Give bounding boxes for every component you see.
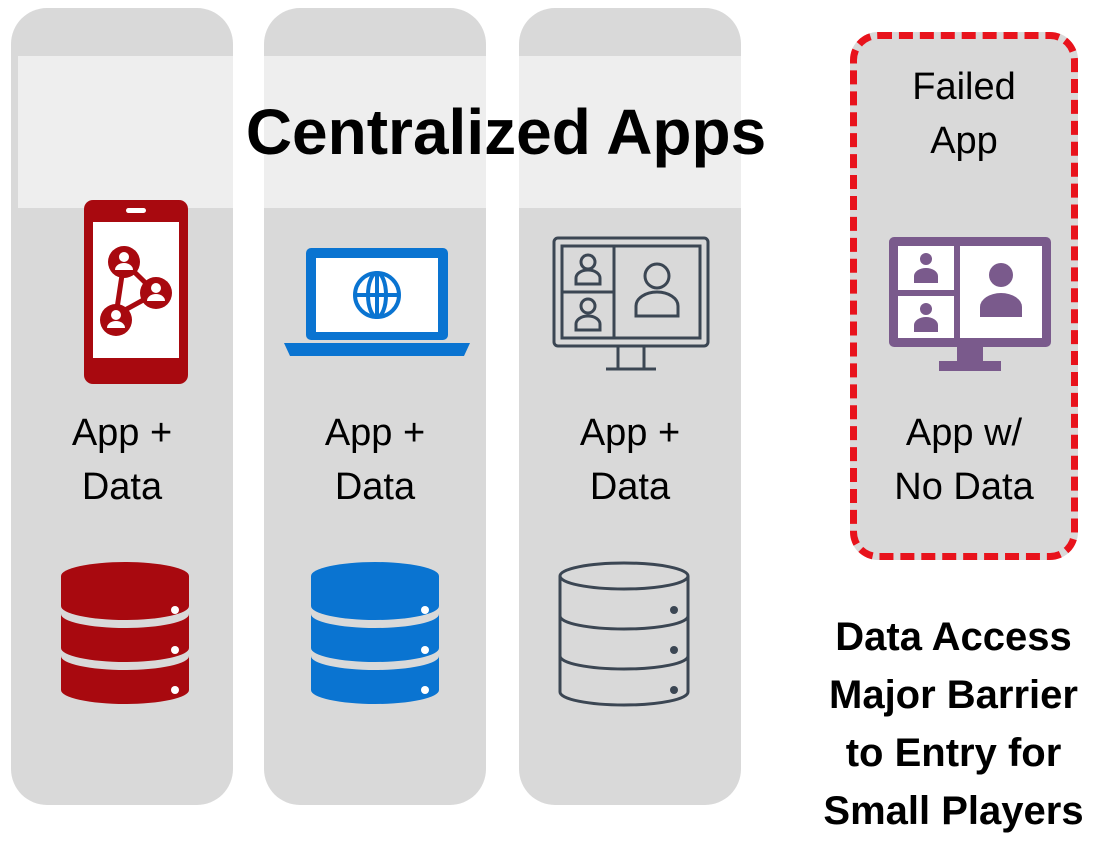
laptop-globe-icon xyxy=(284,248,470,356)
column-2-label-line2: Data xyxy=(334,466,416,508)
failed-label-line2: No Data xyxy=(894,466,1034,508)
barrier-line2: Major Barrier xyxy=(829,673,1078,717)
centralized-apps-banner: Centralized Apps xyxy=(18,56,858,208)
column-3-label: App + Data xyxy=(519,406,741,514)
column-2-label-line1: App + xyxy=(324,412,426,454)
failed-app-label: App w/ No Data xyxy=(855,406,1073,514)
column-1-label: App + Data xyxy=(11,406,233,514)
database-icon-blue xyxy=(311,562,439,704)
column-2-label: App + Data xyxy=(264,406,486,514)
barrier-caption: Data Access Major Barrier to Entry for S… xyxy=(790,608,1117,840)
smartphone-network-icon xyxy=(84,200,188,384)
video-conference-monitor-icon xyxy=(552,236,710,371)
failed-header-line1: Failed xyxy=(912,66,1016,108)
failed-header-line2: App xyxy=(930,120,998,162)
database-icon-red xyxy=(61,562,189,704)
column-3-label-line1: App + xyxy=(579,412,681,454)
failed-video-conference-monitor-icon xyxy=(889,237,1051,371)
barrier-line4: Small Players xyxy=(823,789,1084,833)
column-1-label-line2: Data xyxy=(81,466,163,508)
failed-label-line1: App w/ xyxy=(905,412,1023,454)
diagram-title: Centralized Apps xyxy=(245,96,767,168)
barrier-line3: to Entry for xyxy=(845,731,1062,775)
failed-app-header: Failed App xyxy=(855,60,1073,168)
column-1-label-line1: App + xyxy=(71,412,173,454)
column-3-label-line2: Data xyxy=(589,466,671,508)
barrier-line1: Data Access xyxy=(835,615,1072,659)
database-icon-outline xyxy=(558,561,690,707)
